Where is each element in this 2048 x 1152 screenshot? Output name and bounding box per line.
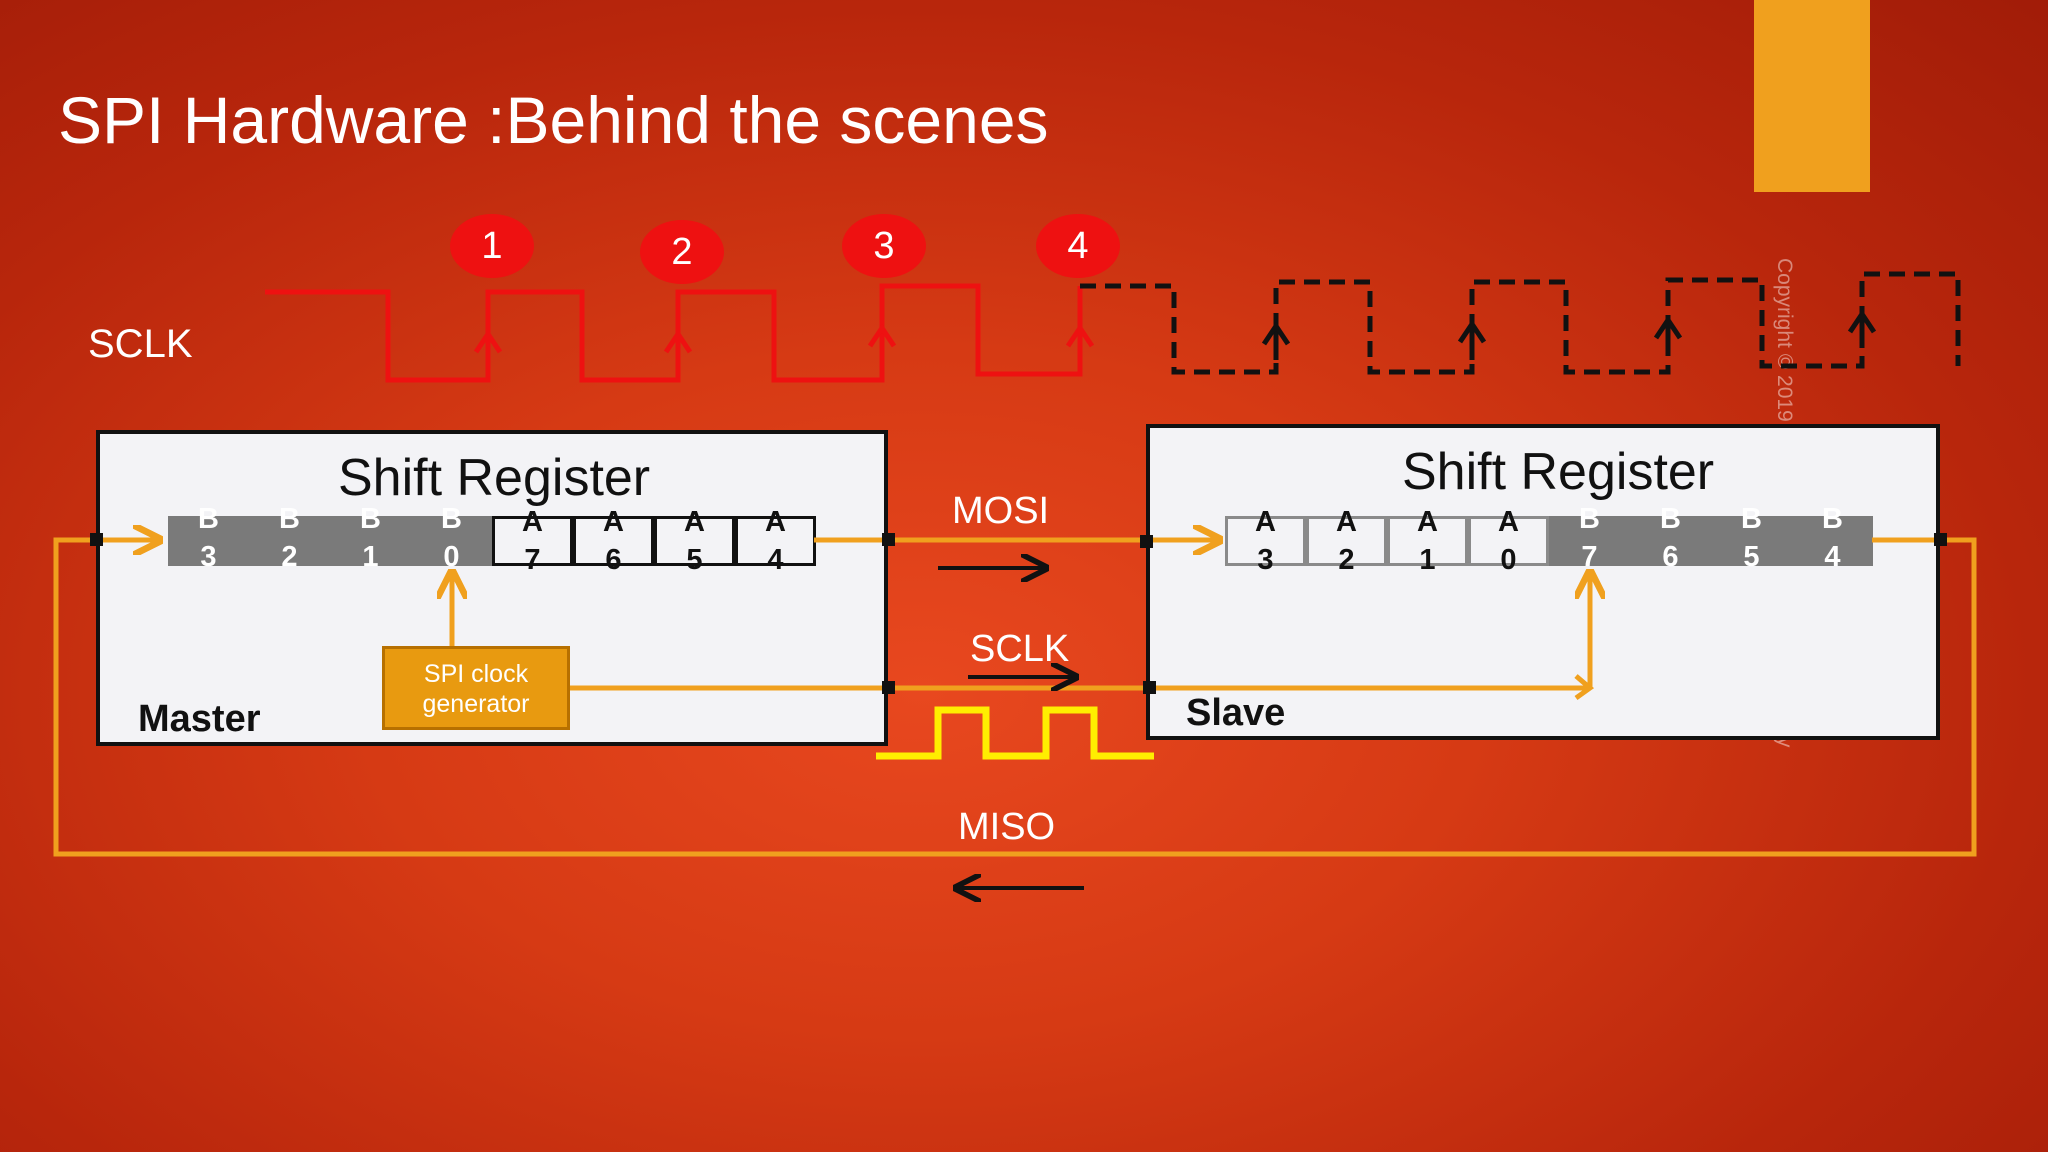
- clock-waveform-active: [265, 283, 1083, 383]
- master-box: Shift Register Master: [96, 430, 888, 746]
- clock-generator-line2: generator: [422, 690, 530, 718]
- wire-junctions: [90, 533, 1947, 694]
- edge-badge-4: 4: [1036, 214, 1120, 278]
- mosi-label: MOSI: [952, 490, 1050, 532]
- edge-badge-2: 2: [640, 220, 724, 284]
- master-box-title: Shift Register: [338, 449, 651, 507]
- miso-label: MISO: [958, 806, 1056, 848]
- spi-clock-generator: SPI clock generator: [382, 646, 570, 730]
- rising-edge-arrows-active: [473, 323, 1095, 372]
- edge-badge-1: 1: [450, 214, 534, 278]
- master-label: Master: [138, 698, 261, 740]
- accent-bar: [1754, 0, 1870, 192]
- edge-badge-3: 3: [842, 214, 926, 278]
- slave-box-title: Shift Register: [1402, 443, 1715, 501]
- miso-wire: [53, 540, 1977, 857]
- clock-generator-line1: SPI clock: [423, 660, 529, 688]
- slide-title: SPI Hardware :Behind the scenes: [58, 83, 1049, 157]
- rising-edge-arrows-pending: [1261, 309, 1877, 360]
- clock-waveform-pending: [1080, 271, 1961, 375]
- sclk-line-label: SCLK: [970, 628, 1070, 670]
- clock-waveform-label: SCLK: [88, 322, 193, 366]
- slave-label: Slave: [1186, 692, 1286, 734]
- sclk-pulse-waveform: [876, 706, 1154, 760]
